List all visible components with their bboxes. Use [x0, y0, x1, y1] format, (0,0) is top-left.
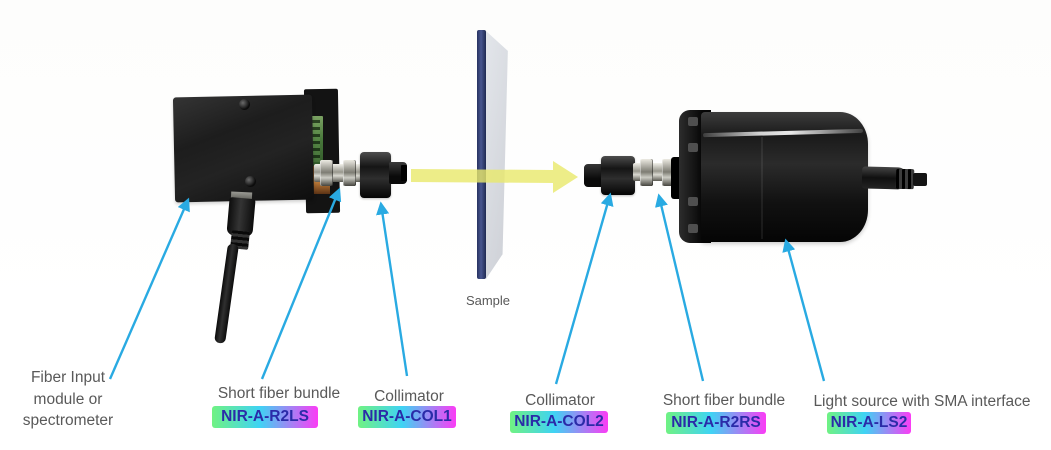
power-plug-tip [913, 173, 927, 186]
label-fiber-right: Short fiber bundle [662, 392, 786, 409]
collimator-left [360, 152, 391, 198]
pointer-arrow-collimator-left [376, 201, 409, 377]
collimator-left-cap [401, 165, 407, 181]
part-badge-fiber-right: NIR-A-R2RS [666, 412, 766, 434]
sample-panel-edge [477, 30, 486, 279]
sample-panel-face [486, 31, 508, 279]
label-collimator-right: Collimator [525, 392, 595, 409]
pointer-arrow-fiber-left [260, 187, 342, 380]
vent-slot [688, 117, 698, 126]
collimator-right [601, 156, 635, 195]
part-badge-fiber-left: NIR-A-R2LS [212, 406, 318, 428]
sma-nut [640, 159, 653, 186]
label-sample: Sample [465, 293, 511, 308]
sma-nut [343, 160, 356, 186]
label-spectrometer: Fiber Input module or spectrometer [22, 369, 114, 430]
screw-icon [245, 176, 256, 187]
label-fiber-left: Short fiber bundle [217, 385, 341, 402]
part-badge-light-source: NIR-A-LS2 [827, 412, 911, 434]
collimator-right-tip [584, 164, 603, 187]
usb-cable [214, 243, 239, 344]
vent-slot [688, 197, 698, 206]
label-collimator-left: Collimator [374, 388, 444, 405]
sma-nut [320, 160, 333, 186]
vent-slot [688, 224, 698, 233]
spectrometer-device [172, 94, 315, 203]
pointer-arrow-light-source [782, 238, 826, 382]
label-light-source: Light source with SMA interface [813, 393, 1031, 410]
light-source-seam [761, 137, 763, 239]
power-plug-ribs [895, 168, 915, 190]
pointer-arrow-collimator-right [554, 192, 614, 385]
pointer-arrow-spectrometer [108, 197, 190, 380]
vent-slot [688, 143, 698, 152]
part-badge-collimator-right: NIR-A-COL2 [510, 411, 608, 433]
part-badge-collimator-left: NIR-A-COL1 [358, 406, 456, 428]
screw-icon [239, 99, 250, 110]
